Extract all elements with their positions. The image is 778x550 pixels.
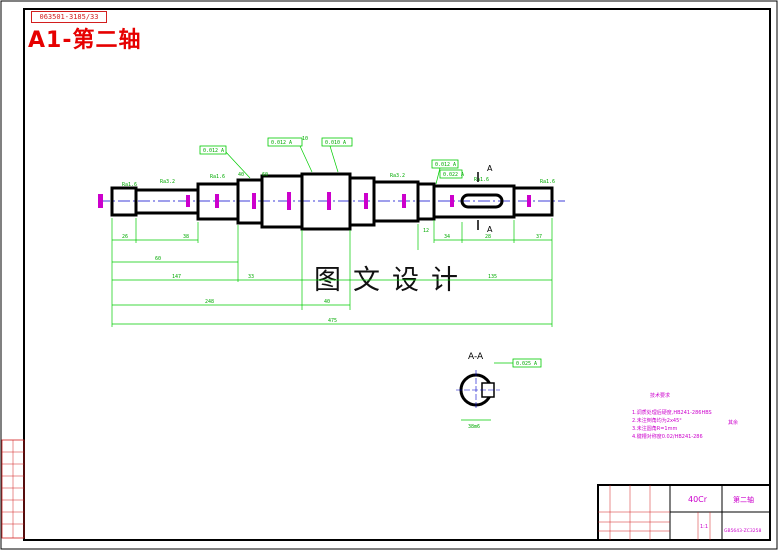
- roughness-labels: Ra1.6 Ra3.2 Ra1.6 Ra3.2 Ra1.6 Ra1.6: [122, 173, 555, 188]
- svg-text:28: 28: [485, 234, 491, 240]
- tolerance-frame-2-text: 0.012 A: [271, 140, 292, 146]
- svg-text:A: A: [487, 164, 493, 173]
- svg-text:Ra3.2: Ra3.2: [160, 179, 175, 185]
- svg-text:33: 33: [248, 274, 254, 280]
- svg-text:Ra1.6: Ra1.6: [474, 177, 489, 183]
- tolerance-frame-1-text: 0.012 A: [203, 148, 224, 154]
- svg-text:34: 34: [444, 234, 450, 240]
- svg-text:248: 248: [205, 299, 214, 305]
- svg-text:Ra3.2: Ra3.2: [390, 173, 405, 179]
- svg-text:12: 12: [423, 228, 429, 234]
- svg-text:10: 10: [302, 136, 308, 142]
- section-view-label: A-A: [468, 352, 484, 362]
- svg-text:2.未注倒角均为2x45°: 2.未注倒角均为2x45°: [632, 417, 682, 424]
- drawing-title: A1-第二轴: [28, 28, 142, 53]
- shaft-outline: [110, 172, 554, 231]
- svg-text:147: 147: [172, 274, 181, 280]
- svg-text:26: 26: [122, 234, 128, 240]
- svg-text:1.调质处理后硬度,HB241-286HBS: 1.调质处理后硬度,HB241-286HBS: [632, 409, 712, 416]
- svg-text:Ra1.6: Ra1.6: [210, 174, 225, 180]
- svg-text:475: 475: [328, 318, 337, 324]
- technical-notes: 技术要求 1.调质处理后硬度,HB241-286HBS 2.未注倒角均为2x45…: [632, 392, 738, 440]
- tolerance-frames: [199, 137, 542, 368]
- dimension-values: 26 38 12 34 28 37 60 147 33 135 248 40 4…: [122, 136, 542, 324]
- dimension-lines: [111, 145, 553, 327]
- svg-text:Ra1.6: Ra1.6: [540, 179, 555, 185]
- section-tolerance-text: 0.025 A: [516, 361, 537, 367]
- svg-text:3.未注圆角R=1mm: 3.未注圆角R=1mm: [632, 425, 677, 432]
- tolerance-frame-5-text: 0.022 A: [443, 172, 464, 178]
- revision-column: [1, 439, 25, 539]
- drawing-number-tag: 063501-3185/33: [31, 11, 107, 23]
- tolerance-frame-4-text: 0.012 A: [435, 162, 456, 168]
- svg-text:60: 60: [155, 256, 161, 262]
- shaft-annotation-marks: [98, 192, 531, 210]
- svg-text:Ra1.6: Ra1.6: [122, 182, 137, 188]
- section-dimension: 38m6: [468, 424, 480, 430]
- svg-text:技术要求: 技术要求: [650, 392, 670, 399]
- section-marks: A A: [487, 164, 493, 234]
- tolerance-frame-texts: 0.012 A 0.012 A 0.010 A 0.012 A 0.022 A …: [203, 140, 537, 367]
- svg-text:135: 135: [488, 274, 497, 280]
- section-view: [456, 362, 513, 421]
- svg-text:4.键槽对称度0.02/HB241-286: 4.键槽对称度0.02/HB241-286: [632, 433, 703, 440]
- drawing-no-text: GB5643-ZC3258: [724, 528, 761, 534]
- svg-text:37: 37: [536, 234, 542, 240]
- svg-text:其余: 其余: [728, 419, 738, 426]
- title-block-texts: 40Cr 第二轴 GB5643-ZC3258 1:1: [688, 495, 761, 534]
- watermark-text: 图文设计: [314, 265, 470, 296]
- material-text: 40Cr: [688, 495, 708, 504]
- svg-text:40: 40: [238, 172, 244, 178]
- tolerance-frame-3-text: 0.010 A: [325, 140, 346, 146]
- svg-text:38: 38: [183, 234, 189, 240]
- sheet-inner-border: [23, 8, 771, 541]
- title-block: [597, 484, 771, 541]
- svg-text:A: A: [487, 225, 493, 234]
- scale-text: 1:1: [700, 524, 708, 530]
- part-name-text: 第二轴: [733, 495, 754, 504]
- svg-text:60: 60: [262, 172, 268, 178]
- svg-text:40: 40: [324, 299, 330, 305]
